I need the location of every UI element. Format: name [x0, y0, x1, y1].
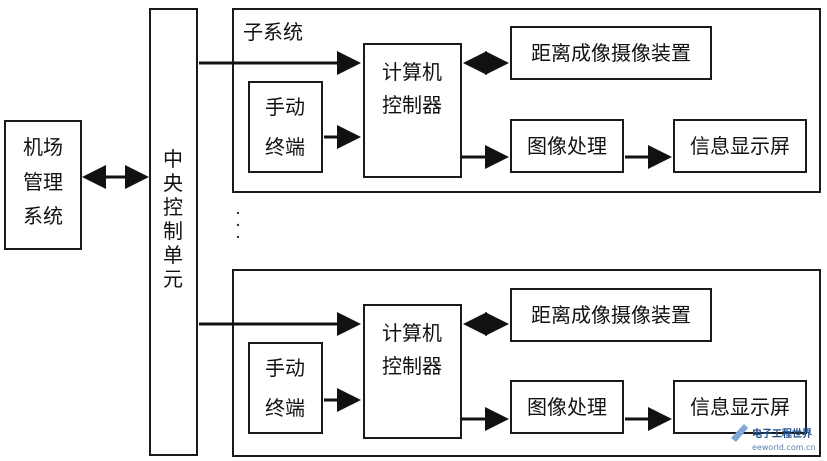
central-char-6: 元 — [163, 267, 183, 291]
central-char-1: 中 — [163, 147, 183, 171]
camera-bottom-label: 距离成像摄像装置 — [531, 303, 691, 327]
central-char-4: 制 — [163, 219, 183, 243]
controller-bottom-label-1: 计算机 — [382, 321, 442, 345]
camera-top-label: 距离成像摄像装置 — [531, 41, 691, 65]
watermark-name: 电子工程世界 — [752, 427, 812, 440]
airport-management-box — [4, 120, 82, 250]
controller-top-label-1: 计算机 — [382, 60, 442, 84]
terminal-bottom-label-2: 终端 — [265, 396, 305, 420]
image-proc-bottom-label: 图像处理 — [527, 395, 607, 419]
airport-label-1: 机场 — [23, 135, 63, 159]
controller-top-label-2: 控制器 — [382, 93, 442, 117]
central-char-5: 单 — [163, 243, 183, 267]
display-top-label: 信息显示屏 — [690, 134, 790, 158]
range-imaging-camera-bottom — [510, 288, 712, 342]
image-processing-bottom — [510, 380, 624, 434]
ellipsis-dot — [236, 235, 240, 239]
computer-controller-top — [363, 43, 462, 178]
central-char-2: 央 — [163, 171, 183, 195]
terminal-bottom-label-1: 手动 — [265, 356, 305, 380]
ellipsis-dot — [236, 223, 240, 227]
computer-controller-bottom — [363, 304, 462, 439]
eeworld-logo-icon — [731, 424, 748, 442]
image-proc-top-label: 图像处理 — [527, 134, 607, 158]
info-display-bottom — [673, 380, 807, 434]
display-bottom-label: 信息显示屏 — [690, 395, 790, 419]
manual-terminal-bottom — [248, 342, 323, 434]
eeworld-watermark: 电子工程世界 eeworld.com.cn — [731, 424, 816, 452]
image-processing-top — [510, 119, 624, 173]
terminal-top-label-2: 终端 — [265, 135, 305, 159]
manual-terminal-top — [248, 81, 323, 173]
central-control-unit-box — [149, 8, 198, 456]
airport-label-2: 管理 — [23, 170, 63, 194]
subsystem-title: 子系统 — [243, 20, 303, 44]
range-imaging-camera-top — [510, 26, 712, 80]
controller-bottom-label-2: 控制器 — [382, 354, 442, 378]
watermark-url: eeworld.com.cn — [752, 443, 816, 452]
ellipsis-dot — [236, 211, 240, 215]
central-char-3: 控 — [163, 195, 183, 219]
terminal-top-label-1: 手动 — [265, 95, 305, 119]
airport-label-3: 系统 — [23, 204, 63, 228]
info-display-top — [673, 119, 807, 173]
